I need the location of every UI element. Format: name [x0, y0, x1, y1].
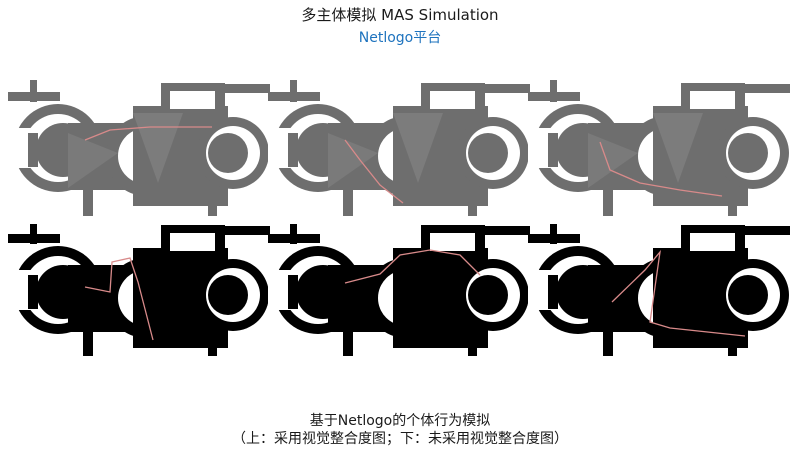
shade-patch: [68, 275, 118, 330]
wall-bar: [208, 186, 217, 216]
wall-bar: [548, 133, 558, 167]
wall-bar: [603, 328, 613, 356]
wall-bar: [30, 80, 37, 102]
shade-patch: [393, 255, 443, 325]
shade-patch: [588, 133, 638, 188]
wall-bar: [468, 328, 477, 356]
wall-bar: [468, 186, 477, 216]
page-title: 多主体模拟 MAS Simulation: [301, 6, 499, 24]
shade-patch: [393, 113, 443, 183]
shade-patch: [588, 275, 638, 330]
sim-frame-top-2: [268, 78, 530, 218]
wall-bar: [223, 226, 270, 235]
agent-path: [611, 249, 746, 337]
floorplan-group: [8, 224, 270, 356]
wall-bar: [83, 328, 93, 356]
sim-frame-top-1: [8, 78, 270, 218]
wall-bar: [208, 328, 217, 356]
agent-path: [599, 141, 723, 197]
sim-frame-top-3: [528, 78, 790, 218]
wall-bar: [483, 226, 530, 235]
wall-bar: [743, 226, 790, 235]
wall-bar: [290, 80, 297, 102]
shade-patch: [653, 255, 703, 325]
floorplan-group: [8, 80, 270, 216]
wall-bar: [28, 275, 38, 309]
floorplan-group: [268, 224, 530, 356]
floorplan-bottom-2: [268, 224, 530, 356]
sim-frame-bottom-2: [268, 224, 530, 356]
sim-frame-bottom-3: [528, 224, 790, 356]
shade-patch: [133, 255, 183, 325]
floorplan-group: [268, 80, 530, 216]
agent-path: [344, 249, 481, 284]
ring-right-core: [208, 275, 248, 315]
figure-caption: 基于Netlogo的个体行为模拟: [309, 413, 491, 429]
wall-bar: [30, 224, 37, 244]
wall-bar: [548, 275, 558, 309]
wall-bar: [83, 186, 93, 216]
sim-frame-bottom-1: [8, 224, 270, 356]
wall-bar: [288, 133, 298, 167]
agent-path: [84, 257, 154, 341]
wall-bar: [743, 84, 790, 93]
floorplan-bottom-1: [8, 224, 270, 356]
floorplan-top-1: [8, 80, 270, 216]
figure-caption-note: （上：采用视觉整合度图；下：未采用视觉整合度图）: [232, 431, 568, 447]
ring-right-core: [468, 275, 508, 315]
north-annex-void: [170, 233, 215, 251]
north-annex-void: [690, 233, 735, 251]
shade-patch: [328, 275, 378, 330]
wall-bar: [550, 80, 557, 102]
floorplan-top-3: [528, 80, 790, 216]
wall-bar: [728, 328, 737, 356]
ring-right-core: [728, 275, 768, 315]
floorplan-group: [528, 224, 790, 356]
wall-bar: [550, 224, 557, 244]
wall-bar: [483, 84, 530, 93]
ring-right-core: [728, 133, 768, 173]
wall-bar: [223, 84, 270, 93]
north-annex-void: [430, 233, 475, 251]
ring-right-core: [468, 133, 508, 173]
wall-bar: [290, 224, 297, 244]
floorplan-group: [528, 80, 790, 216]
ring-right-core: [208, 133, 248, 173]
shade-patch: [133, 113, 183, 183]
wall-bar: [603, 186, 613, 216]
agent-path: [84, 126, 212, 141]
wall-bar: [288, 275, 298, 309]
wall-bar: [28, 133, 38, 167]
agent-path: [344, 139, 404, 204]
wall-bar: [343, 328, 353, 356]
north-annex-void: [430, 91, 475, 109]
wall-bar: [728, 186, 737, 216]
shade-patch: [328, 133, 378, 188]
floorplan-top-2: [268, 80, 530, 216]
page-subtitle: Netlogo平台: [358, 30, 442, 46]
north-annex-void: [170, 91, 215, 109]
shade-patch: [653, 113, 703, 183]
shade-patch: [68, 133, 118, 188]
north-annex-void: [690, 91, 735, 109]
floorplan-bottom-3: [528, 224, 790, 356]
wall-bar: [343, 186, 353, 216]
